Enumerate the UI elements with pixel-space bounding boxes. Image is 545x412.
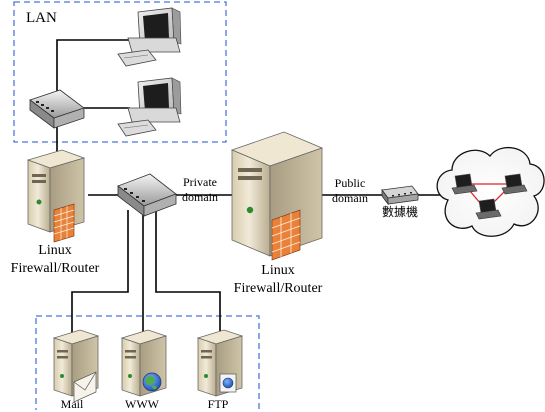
firewall-right-label-line1: Linux bbox=[261, 263, 295, 278]
firewall-right-icon bbox=[230, 131, 324, 261]
modem-label: 數據機 bbox=[381, 205, 418, 219]
server-label-ftp: FTP bbox=[207, 397, 229, 411]
firewall-right-label: Linux Firewall/Router bbox=[216, 262, 340, 298]
firewall-left-label-line2: Firewall/Router bbox=[10, 261, 100, 276]
public-domain-label-line1: Public bbox=[334, 176, 366, 190]
firewall-right-label-line2: Firewall/Router bbox=[233, 281, 323, 296]
cable-dmz-left bbox=[71, 210, 129, 340]
firewall-left-label-line1: Linux bbox=[38, 243, 72, 258]
firewall-left-label: Linux Firewall/Router bbox=[0, 242, 110, 278]
cable-dmz-right bbox=[155, 210, 221, 340]
modem-icon bbox=[381, 185, 419, 206]
ftp-server-icon bbox=[196, 329, 244, 397]
dmz-group-box bbox=[35, 315, 260, 410]
lan-label: LAN bbox=[26, 10, 57, 26]
lan-pc-1-icon bbox=[117, 7, 182, 67]
server-label-www: WWW bbox=[125, 397, 159, 411]
internet-node-2-icon bbox=[501, 173, 528, 195]
server-label-mail: Mail bbox=[60, 397, 84, 411]
public-domain-label-line2: domain bbox=[332, 191, 368, 205]
lan-pc-2-icon bbox=[117, 77, 182, 137]
internet-cloud-icon bbox=[436, 146, 545, 237]
internet-node-1-icon bbox=[451, 173, 478, 195]
lan-group-box bbox=[13, 1, 227, 143]
private-domain-label-line2: domain bbox=[182, 190, 218, 204]
firewall-left-icon bbox=[26, 149, 86, 243]
lan-switch-icon bbox=[29, 89, 85, 129]
private-domain-label: Private domain bbox=[174, 175, 226, 205]
public-domain-label: Public domain bbox=[324, 176, 376, 206]
mail-server-icon bbox=[52, 329, 100, 403]
dmz-switch-icon bbox=[117, 173, 177, 217]
www-server-icon bbox=[120, 329, 168, 397]
internet-node-3-icon bbox=[475, 198, 502, 220]
private-domain-label-line1: Private bbox=[183, 175, 217, 189]
cable-lan-pc1 bbox=[56, 39, 130, 98]
